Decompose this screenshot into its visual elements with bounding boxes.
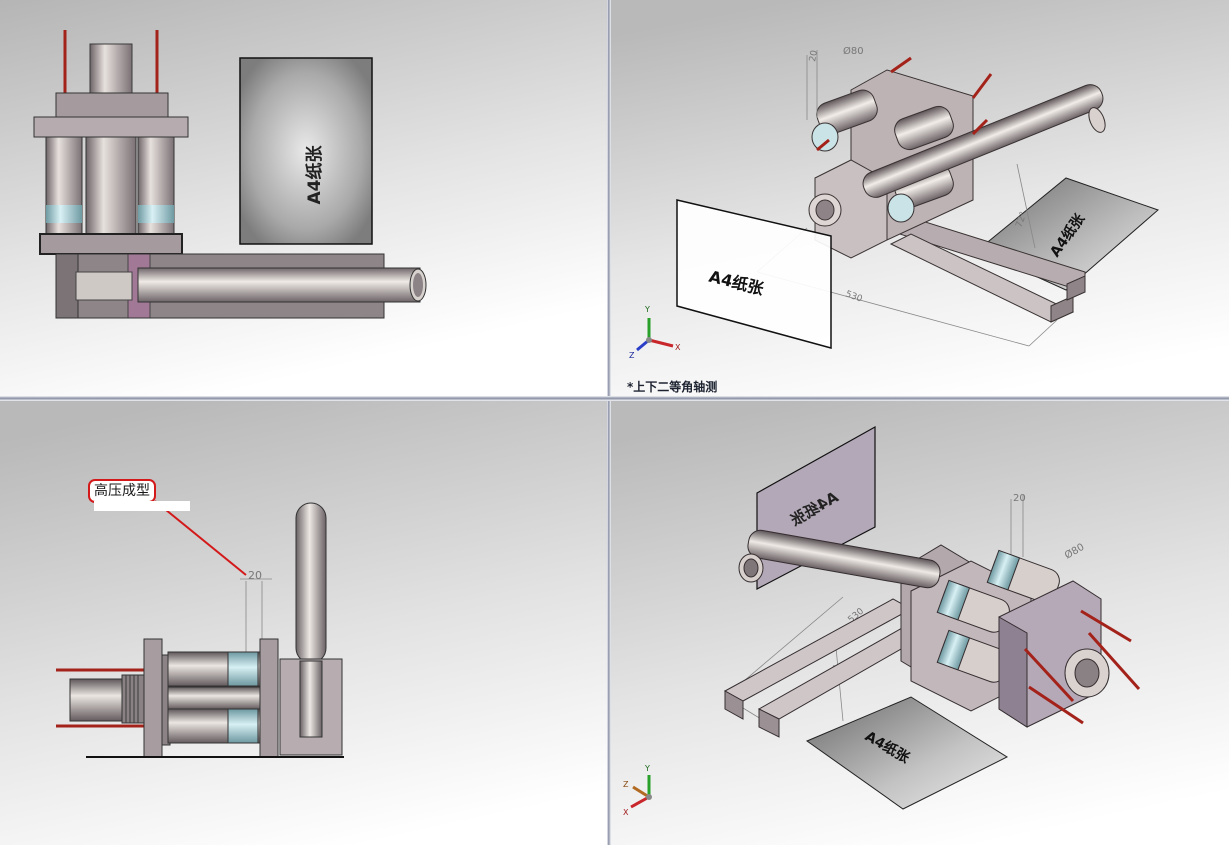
dimetric-assembly bbox=[808, 56, 1106, 323]
triad-y-label: Y bbox=[644, 305, 650, 314]
triad-x-label-iso: X bbox=[623, 808, 629, 817]
side-view-canvas: 20 bbox=[0, 401, 607, 845]
axis-triad: Y X Z bbox=[629, 305, 681, 360]
a4-paper-sheet bbox=[239, 57, 373, 245]
viewport-splitter-horizontal[interactable] bbox=[0, 396, 1229, 401]
viewport-bottom-left[interactable]: 20 高压成型 bbox=[0, 401, 607, 845]
dim-20: 20 bbox=[808, 49, 820, 62]
isometric-assembly bbox=[723, 529, 1141, 738]
dim-diameter-80: Ø80 bbox=[843, 45, 864, 57]
a4-paper-label: A4纸张 bbox=[304, 145, 325, 205]
triad-z-label-iso: Z bbox=[623, 780, 629, 789]
triad-z-label: Z bbox=[629, 351, 635, 360]
callout-note[interactable]: 高压成型 bbox=[88, 479, 156, 503]
dim-20-side: 20 bbox=[248, 569, 262, 582]
callout-underlay bbox=[94, 501, 190, 511]
viewport-bottom-right[interactable]: A4纸张 A4纸张 530 20 Ø80 72° bbox=[611, 401, 1229, 845]
isometric-view-canvas: A4纸张 A4纸张 530 20 Ø80 72° bbox=[611, 401, 1229, 845]
front-view-canvas: A4纸张 bbox=[0, 0, 607, 396]
floor-paper-sheet-iso bbox=[805, 696, 1009, 810]
side-view-assembly bbox=[56, 502, 344, 758]
viewport-top-right[interactable]: A4纸张 bbox=[611, 0, 1229, 396]
triad-y-label-iso: Y bbox=[644, 764, 650, 773]
axis-triad-iso: Y X Z bbox=[623, 764, 652, 817]
viewport-top-left[interactable]: A4纸张 bbox=[0, 0, 607, 396]
callout-leader bbox=[154, 500, 247, 576]
triad-x-label: X bbox=[675, 343, 681, 352]
front-view-assembly bbox=[33, 30, 427, 319]
view-orientation-name: *上下二等角轴测 bbox=[627, 380, 718, 394]
viewport-splitter-vertical[interactable] bbox=[607, 0, 611, 845]
dim-20-iso: 20 bbox=[1013, 493, 1026, 504]
dimetric-view-canvas: A4纸张 bbox=[611, 0, 1229, 396]
front-paper-sheet bbox=[676, 199, 832, 349]
